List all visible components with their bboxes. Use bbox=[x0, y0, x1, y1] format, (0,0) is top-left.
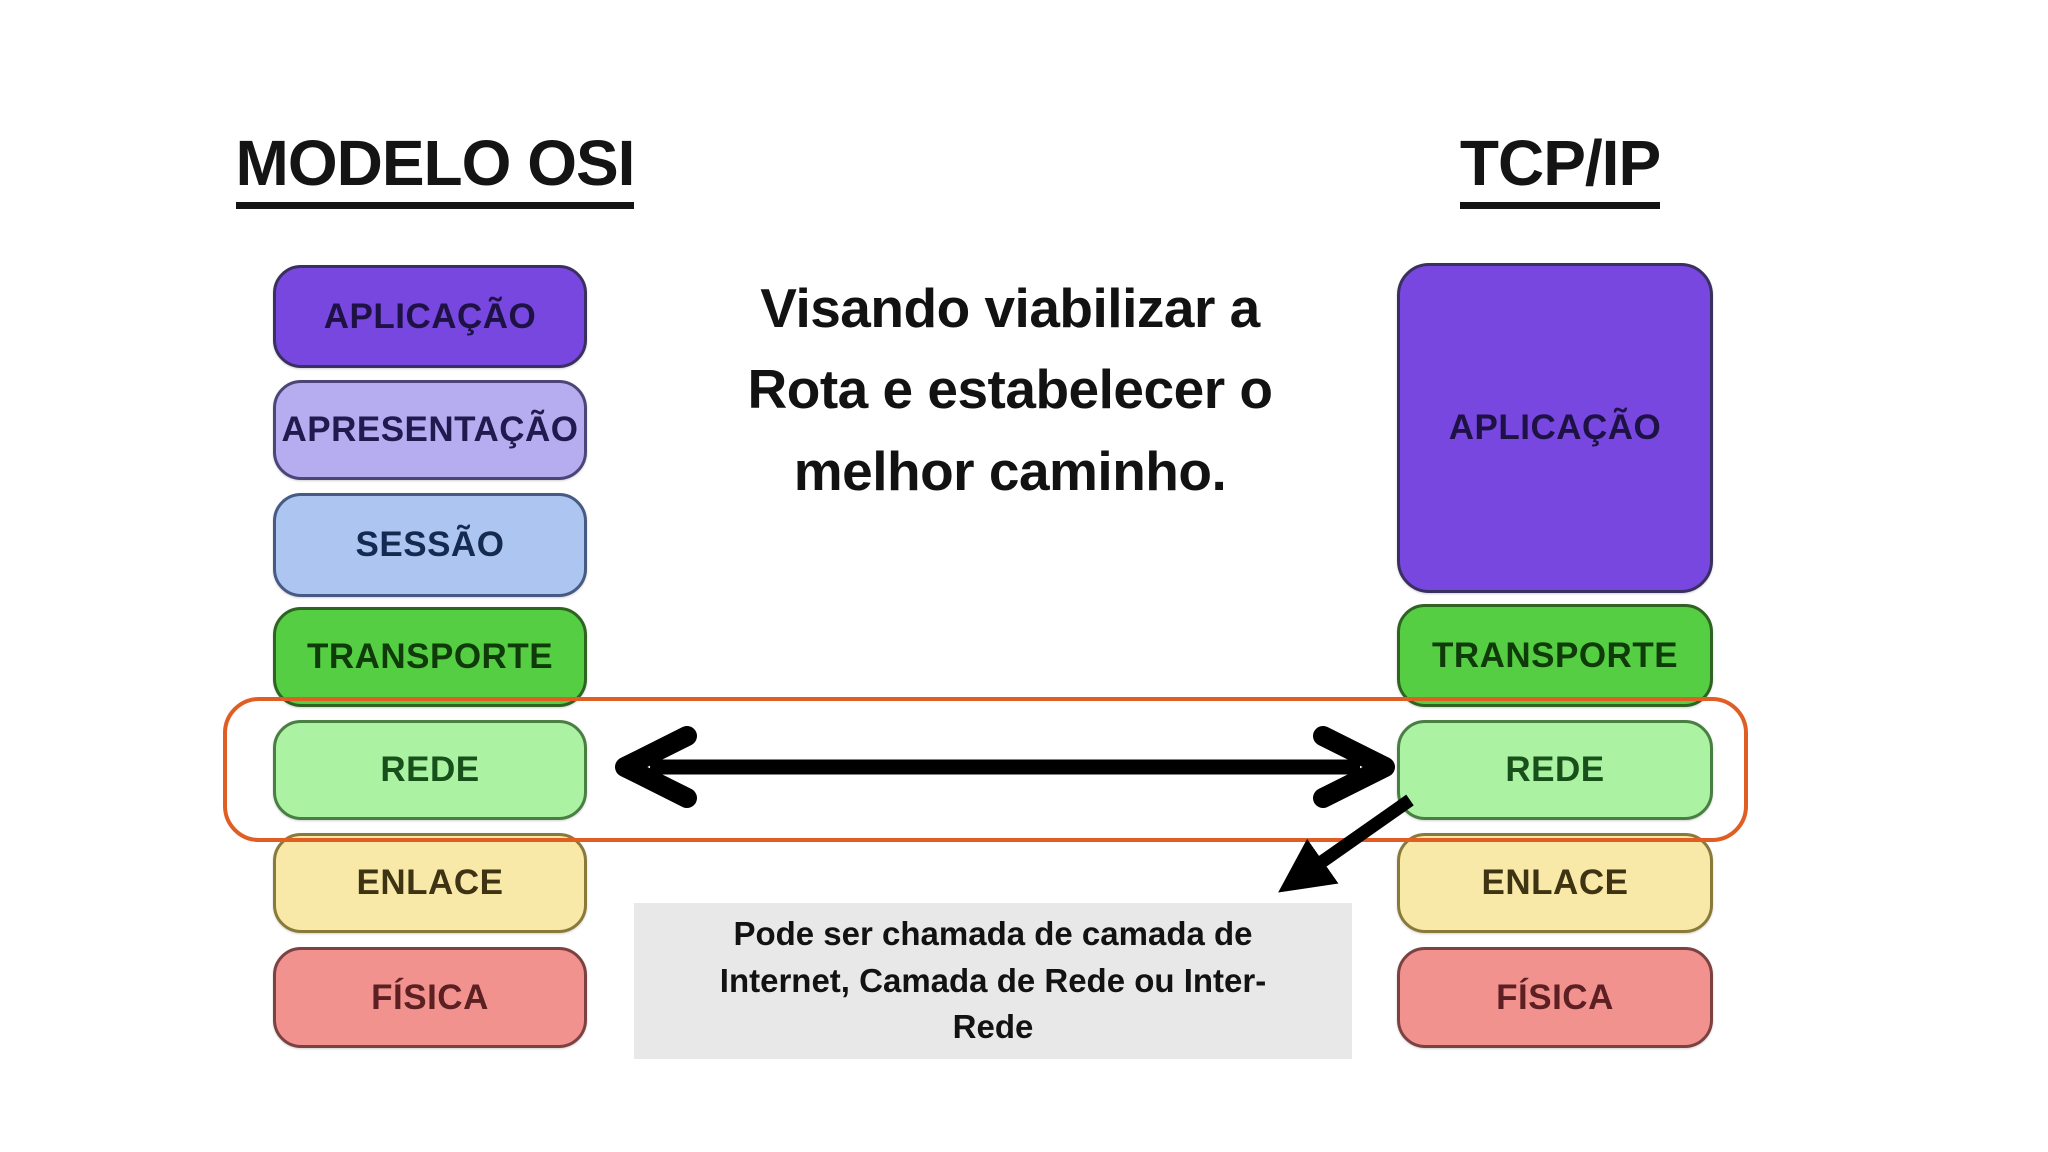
diagonal-arrow bbox=[1278, 794, 1414, 893]
arrowhead-left-icon bbox=[615, 726, 697, 808]
tcpip-layer-rede: REDE bbox=[1397, 720, 1713, 820]
osi-layer-enlace-label: ENLACE bbox=[356, 863, 504, 902]
osi-layer-aplicacao: APLICAÇÃO bbox=[273, 265, 587, 368]
osi-column-title: MODELO OSI bbox=[225, 126, 645, 210]
osi-layer-rede: REDE bbox=[273, 720, 587, 820]
tcpip-layer-aplicacao: APLICAÇÃO bbox=[1397, 263, 1713, 593]
gray-note: Pode ser chamada de camada de Internet, … bbox=[634, 903, 1352, 1059]
osi-layer-aplicacao-label: APLICAÇÃO bbox=[323, 296, 537, 336]
tcpip-layer-transporte: TRANSPORTE bbox=[1397, 604, 1713, 707]
tcpip-layer-rede-label: REDE bbox=[1505, 750, 1605, 789]
osi-layer-apresentacao-label: APRESENTAÇÃO bbox=[281, 410, 579, 449]
osi-layer-transporte: TRANSPORTE bbox=[273, 607, 587, 707]
diagonal-arrow-shaft bbox=[1278, 794, 1414, 893]
osi-layer-apresentacao: APRESENTAÇÃO bbox=[273, 380, 587, 480]
osi-layer-rede-label: REDE bbox=[380, 750, 480, 789]
tcpip-layer-enlace-label: ENLACE bbox=[1481, 863, 1629, 902]
osi-layer-enlace: ENLACE bbox=[273, 833, 587, 933]
tcpip-layer-aplicacao-label: APLICAÇÃO bbox=[1448, 408, 1662, 447]
osi-title-text: MODELO OSI bbox=[235, 129, 635, 210]
tcpip-layer-transporte-label: TRANSPORTE bbox=[1431, 635, 1679, 675]
osi-layer-sessao: SESSÃO bbox=[273, 493, 587, 597]
center-note: Visando viabilizar a Rota e estabelecer … bbox=[747, 277, 1273, 502]
tcpip-layer-enlace: ENLACE bbox=[1397, 833, 1713, 933]
osi-layer-transporte-label: TRANSPORTE bbox=[306, 637, 554, 676]
tcpip-column-title: TCP/IP bbox=[1430, 126, 1690, 210]
osi-layer-sessao-label: SESSÃO bbox=[355, 525, 505, 564]
tcpip-layer-fisica: FÍSICA bbox=[1397, 947, 1713, 1048]
tcpip-layer-fisica-label: FÍSICA bbox=[1496, 977, 1614, 1017]
tcpip-title-text: TCP/IP bbox=[1459, 129, 1661, 210]
gray-note-text: Pode ser chamada de camada de Internet, … bbox=[719, 914, 1267, 1046]
osi-layer-fisica: FÍSICA bbox=[273, 947, 587, 1048]
osi-layer-fisica-label: FÍSICA bbox=[371, 977, 489, 1017]
double-headed-arrow bbox=[615, 726, 1395, 808]
arrowhead-right-icon bbox=[1313, 726, 1395, 808]
